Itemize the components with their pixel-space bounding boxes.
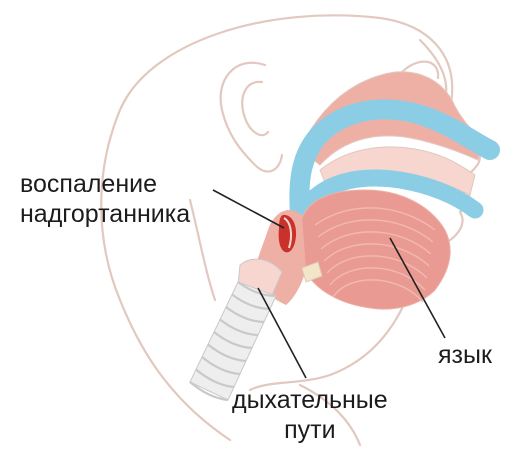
label-airway-line2: пути [232, 415, 388, 445]
label-airway-line1: дыхательные [232, 385, 388, 415]
trachea-tube [190, 282, 276, 400]
label-tongue: язык [438, 340, 492, 370]
leader-epiglottis [213, 190, 284, 228]
label-epiglottis-line2: надгортанника [20, 199, 190, 229]
label-airway: дыхательные пути [232, 385, 388, 445]
label-epiglottis-line1: воспаление [20, 170, 157, 198]
ear-inner [242, 82, 268, 135]
tongue [298, 190, 450, 309]
ear-outer [221, 63, 282, 172]
label-epiglottis-inflammation: воспаление надгортанника [20, 169, 190, 229]
jaw-line [190, 200, 215, 300]
trachea [190, 259, 282, 400]
